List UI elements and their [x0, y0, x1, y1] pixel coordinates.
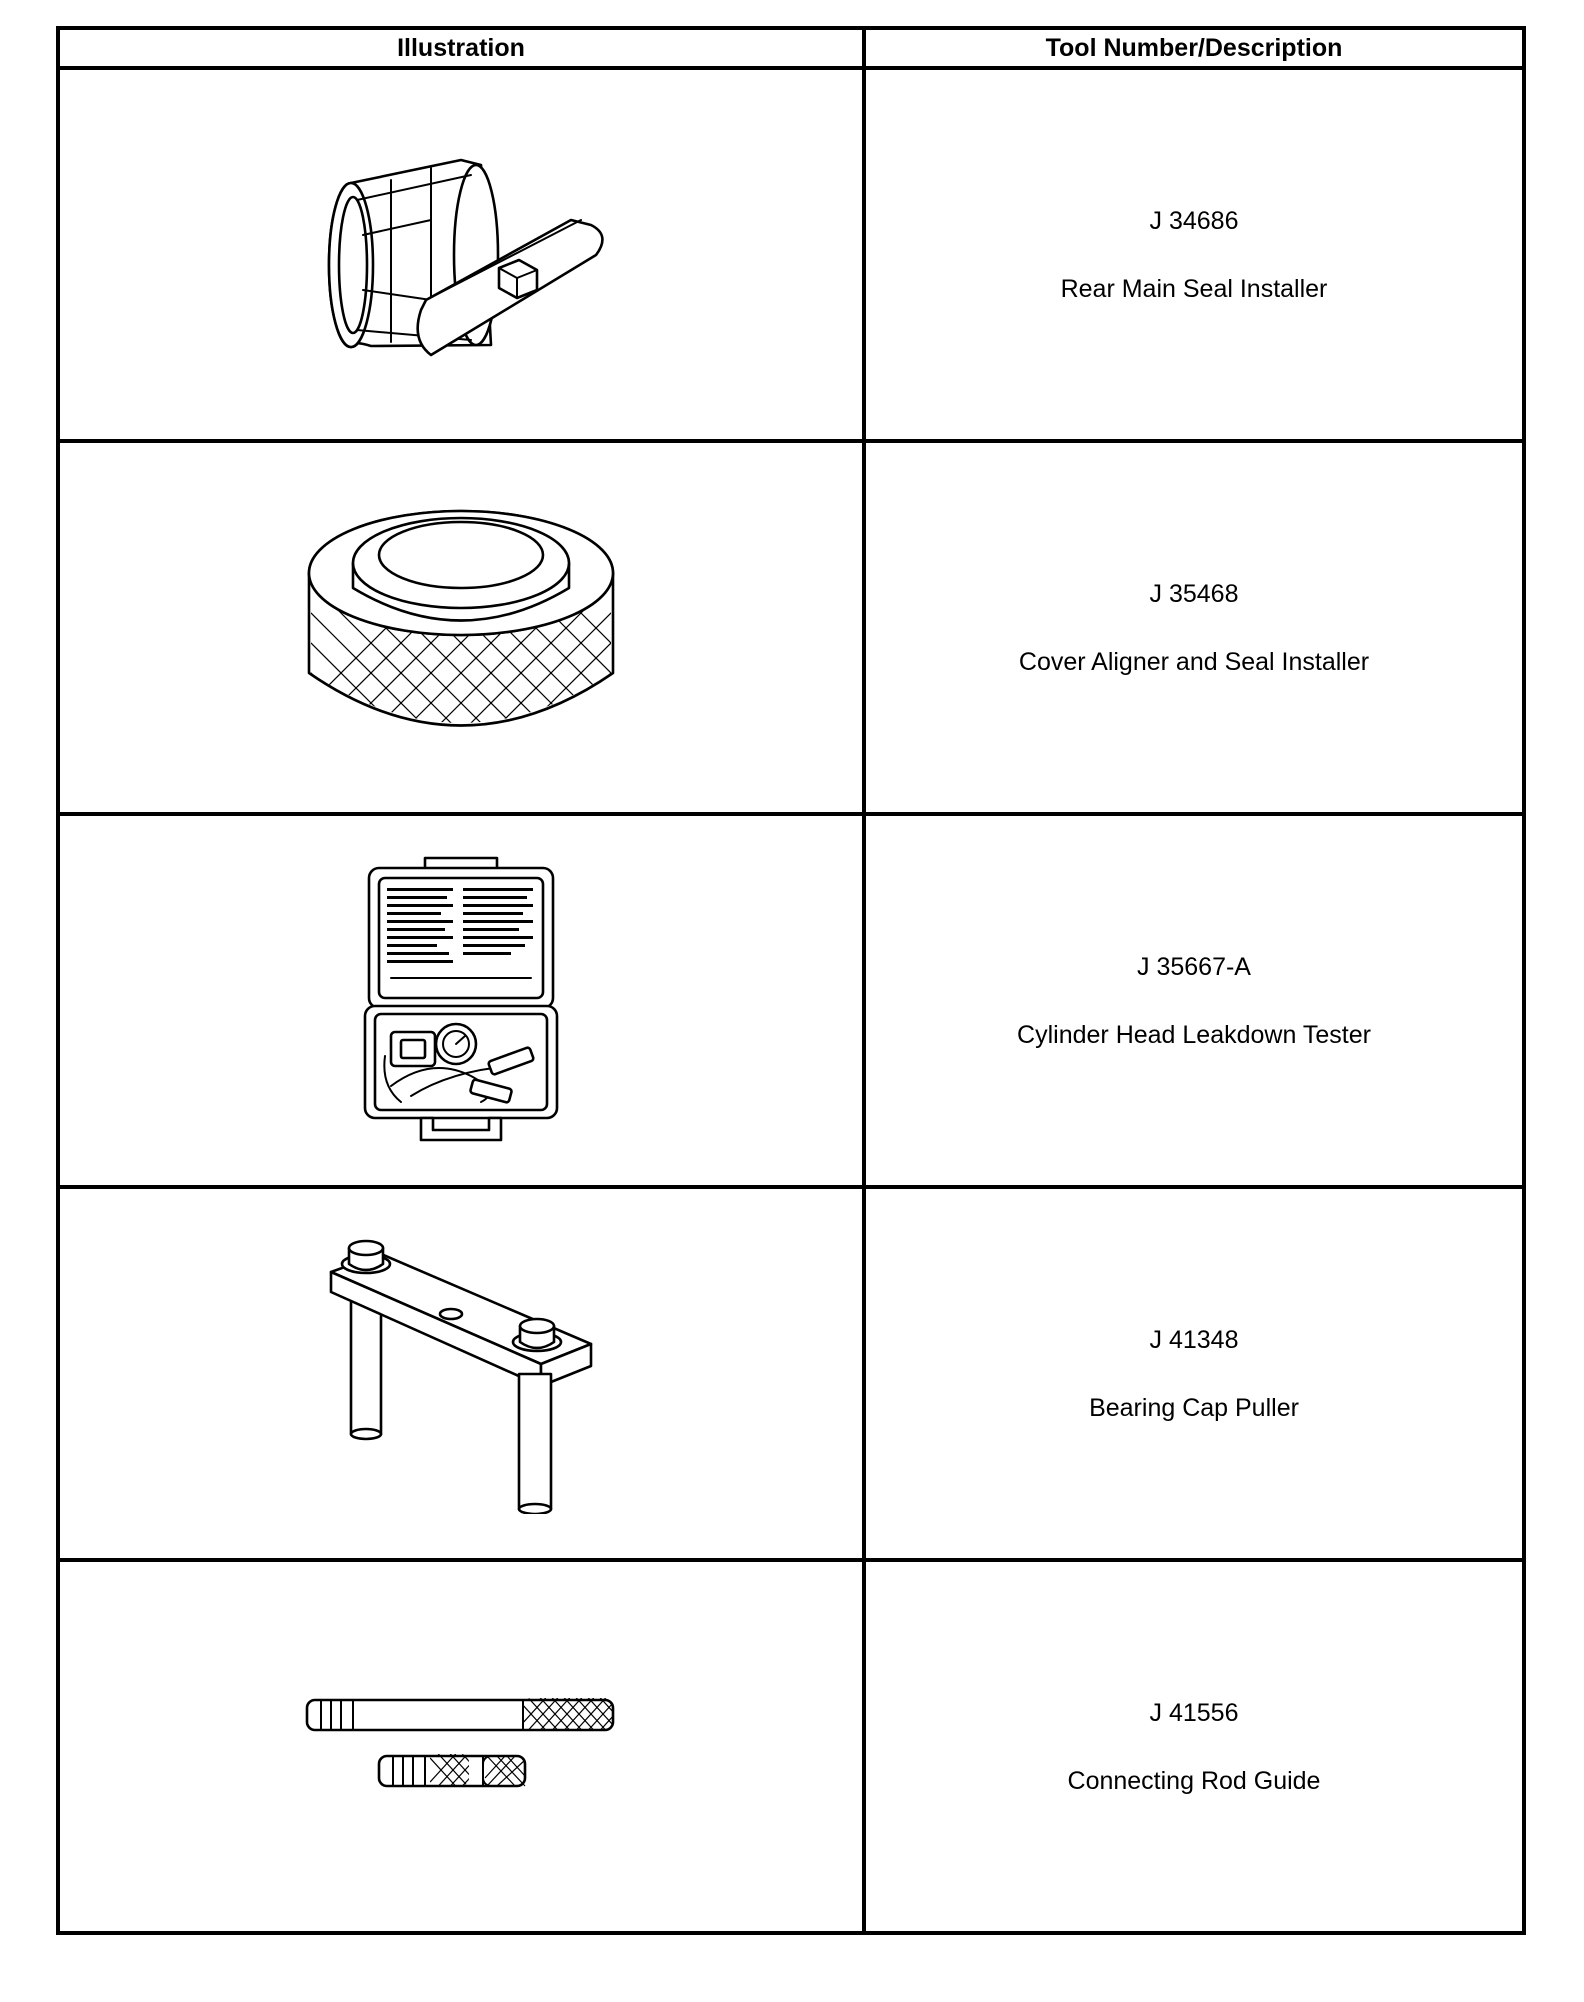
tool-description: Cylinder Head Leakdown Tester	[1017, 1020, 1371, 1049]
illustration-header: Illustration	[56, 26, 866, 70]
tool-number: J 41348	[1149, 1325, 1239, 1354]
tool-description: Connecting Rod Guide	[1067, 1766, 1321, 1795]
tool-number: J 35667-A	[1137, 952, 1251, 981]
tool-description-cell: J 35468 Cover Aligner and Seal Installer	[862, 439, 1526, 816]
tool-description: Bearing Cap Puller	[1089, 1393, 1299, 1422]
tool-number: J 41556	[1149, 1698, 1239, 1727]
tools-table: Illustration Tool Number/Description	[56, 26, 1526, 1935]
illustration-cell	[56, 439, 866, 816]
connecting-rod-guide-icon	[305, 1697, 615, 1787]
table-row: J 41556 Connecting Rod Guide	[56, 1558, 1526, 1935]
illustration-cell	[56, 1185, 866, 1562]
seal-installer-icon	[327, 158, 604, 356]
tool-description-cell: J 41556 Connecting Rod Guide	[862, 1558, 1526, 1935]
table-row: J 35667-A Cylinder Head Leakdown Tester	[56, 812, 1526, 1189]
leakdown-tester-case-icon	[363, 856, 559, 1141]
illustration-cell	[56, 812, 866, 1189]
table-row: J 34686 Rear Main Seal Installer	[56, 66, 1526, 443]
tool-number: J 34686	[1149, 206, 1239, 235]
illustration-cell	[56, 66, 866, 443]
tool-description-header: Tool Number/Description	[862, 26, 1526, 70]
bearing-cap-puller-icon	[329, 1239, 593, 1514]
tool-description-cell: J 41348 Bearing Cap Puller	[862, 1185, 1526, 1562]
tool-description-cell: J 35667-A Cylinder Head Leakdown Tester	[862, 812, 1526, 1189]
tool-number: J 35468	[1149, 579, 1239, 608]
illustration-cell	[56, 1558, 866, 1935]
tool-description: Cover Aligner and Seal Installer	[1018, 647, 1370, 676]
tool-description-cell: J 34686 Rear Main Seal Installer	[862, 66, 1526, 443]
table-row: J 41348 Bearing Cap Puller	[56, 1185, 1526, 1562]
tool-description: Rear Main Seal Installer	[1060, 274, 1328, 303]
header-row: Illustration Tool Number/Description	[56, 26, 1526, 70]
table-row: J 35468 Cover Aligner and Seal Installer	[56, 439, 1526, 816]
cover-aligner-icon	[307, 509, 615, 727]
